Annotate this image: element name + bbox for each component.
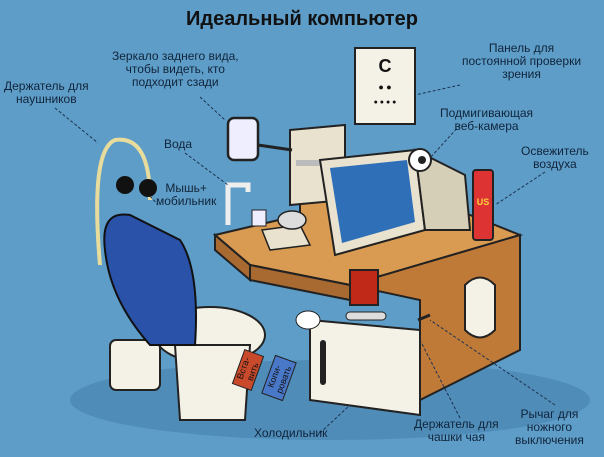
- label-freshener: Освежитель воздуха: [521, 145, 589, 171]
- label-mouse-phone: Мышь+ мобильник: [156, 182, 216, 208]
- label-water: Вода: [164, 137, 193, 151]
- label-line: Зеркало заднего вида,: [112, 49, 239, 63]
- pointer-lines: [54, 84, 556, 434]
- headphone-holder: [95, 137, 152, 266]
- eye-chart-letter: C: [379, 56, 392, 76]
- label-line: воздуха: [533, 157, 577, 171]
- label-headphone-holder: Держатель для наушников: [4, 80, 89, 106]
- label-cup-holder: Держатель для чашки чая: [414, 418, 499, 444]
- fridge-handle: [320, 340, 326, 385]
- mouse: [277, 210, 307, 230]
- label-line: Подмигивающая: [440, 106, 534, 120]
- label-mirror: Зеркало заднего вида, чтобы видеть, кто …: [112, 50, 239, 89]
- label-foot-switch: Рычаг для ножного выключения: [515, 408, 584, 447]
- eye-chart-row: ● ● ● ●: [374, 99, 397, 106]
- label-line: подходит сзади: [132, 75, 219, 89]
- label-eye-chart: Панель для постоянной проверки зрения: [462, 42, 581, 81]
- label-fridge: Холодильник: [254, 426, 328, 440]
- page-title: Идеальный компьютер: [186, 8, 418, 30]
- urinal: [464, 276, 496, 339]
- label-line: чтобы видеть, кто: [125, 62, 225, 76]
- label-line: Панель для: [488, 41, 555, 55]
- fridge: [309, 318, 421, 417]
- eye-chart: C ● ● ● ● ● ●: [354, 47, 416, 125]
- label-line: Держатель для: [414, 417, 499, 431]
- label-line: ножного: [526, 420, 573, 434]
- label-line: мобильник: [156, 194, 217, 208]
- toilet-paper: [295, 310, 321, 330]
- label-line: наушников: [16, 92, 77, 106]
- eye-chart-row: ● ●: [378, 82, 391, 92]
- water-glass: [251, 209, 267, 227]
- label-line: зрения: [502, 67, 541, 81]
- air-freshener: US: [472, 169, 494, 241]
- chair-back: [103, 213, 197, 346]
- mirror: [226, 116, 293, 162]
- label-line: Освежитель: [521, 144, 589, 158]
- label-line: Держатель для: [4, 79, 89, 93]
- headphones: [116, 176, 134, 194]
- foot-switch-lever[interactable]: [417, 313, 431, 322]
- label-line: чашки чая: [427, 430, 485, 444]
- label-line: веб-камера: [454, 119, 519, 133]
- label-line: постоянной проверки: [462, 54, 582, 68]
- monitor: [318, 148, 472, 257]
- label-line: выключения: [515, 433, 584, 447]
- tea-cup: [345, 269, 387, 321]
- pedal-copy[interactable]: Копи- ровать: [261, 354, 297, 402]
- webcam: [408, 148, 432, 172]
- label-webcam: Подмигивающая веб-камера: [440, 107, 533, 133]
- label-line: Мышь+: [165, 181, 207, 195]
- label-line: Рычаг для: [520, 407, 579, 421]
- freshener-brand: US: [477, 197, 490, 207]
- water-tap: [225, 182, 251, 225]
